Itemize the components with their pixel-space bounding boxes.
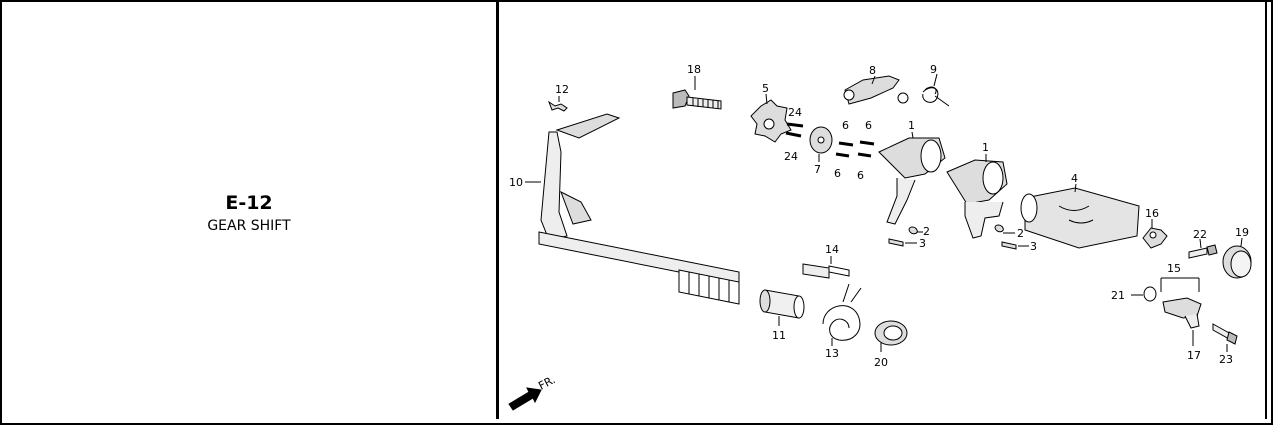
callout-14: 14 [825,243,839,256]
exploded-diagram: 12 18 5 24 24 8 9 7 [499,2,1265,419]
callout-19: 19 [1235,226,1249,239]
part-14-bolt [802,256,850,279]
callout-24a: 24 [788,106,802,119]
part-23-bolt [1212,323,1238,352]
section-header-panel: E-12 GEAR SHIFT [2,2,496,419]
part-21-washer [1131,286,1157,302]
callout-15: 15 [1167,262,1181,275]
part-10-shift-spindle [525,113,740,305]
callout-2a: 2 [923,225,930,238]
callout-1a: 1 [908,119,915,132]
callout-8: 8 [869,64,876,77]
callout-4: 4 [1071,172,1078,185]
part-1-shift-fork-b [946,154,1008,239]
part-9-spring [922,73,950,107]
section-code: E-12 [225,192,273,214]
callout-6d: 6 [857,169,864,182]
callout-3a: 3 [919,237,926,250]
panel-divider [496,2,499,419]
part-6-pins [835,140,875,158]
callout-6c: 6 [834,167,841,180]
part-19-cap [1222,237,1252,279]
section-title: GEAR SHIFT [207,218,291,234]
part-20-oil-seal [874,320,908,352]
callout-2b: 2 [1017,227,1024,240]
callout-10: 10 [509,176,523,189]
front-direction-arrow [508,387,542,411]
part-5-star-plate [750,93,792,143]
callout-6b: 6 [865,119,872,132]
callout-22: 22 [1193,228,1207,241]
part-2-clip-b [994,224,1015,234]
callout-1b: 1 [982,141,989,154]
part-2-clip-a [908,226,923,235]
callout-13: 13 [825,347,839,360]
callout-5: 5 [762,82,769,95]
callout-7: 7 [814,163,821,176]
part-11-collar [759,289,805,326]
part-3-pin-a [888,238,917,247]
part-16-drum-plate [1142,219,1168,249]
part-22-bolt [1188,238,1218,259]
part-1-shift-fork-a [878,131,946,225]
part-18-bolt [672,76,722,110]
part-15-bracket [1160,277,1200,292]
right-border [1265,2,1267,419]
part-7-plate [809,126,833,162]
callout-21: 21 [1111,289,1125,302]
callout-6a: 6 [842,119,849,132]
part-3-pin-b [1001,241,1029,250]
callout-12: 12 [555,83,569,96]
part-4-shift-drum [1020,183,1140,249]
callout-24b: 24 [784,150,798,163]
part-24-pins [785,122,804,138]
callout-11: 11 [772,329,786,342]
part-17-pin-assembly [1162,297,1202,346]
part-12-clip [547,96,568,112]
callout-20: 20 [874,356,888,369]
callout-18: 18 [687,63,701,76]
callout-23: 23 [1219,353,1233,366]
part-13-return-spring [822,283,862,346]
callout-9: 9 [930,63,937,76]
callout-17: 17 [1187,349,1201,362]
callout-16: 16 [1145,207,1159,220]
part-8-stopper-arm [843,75,909,105]
callout-3b: 3 [1030,240,1037,253]
